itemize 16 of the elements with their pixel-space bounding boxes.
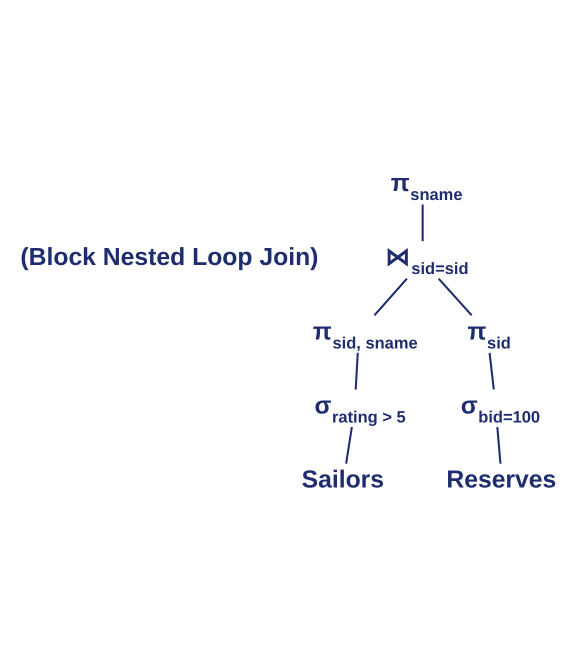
connector	[496, 426, 502, 464]
node-text: Reserves	[446, 466, 556, 494]
connector	[354, 352, 359, 390]
node-text: π$_{sid}$	[467, 318, 511, 352]
connector	[422, 204, 424, 242]
connector	[374, 278, 408, 316]
connector	[488, 352, 495, 390]
node-text: π$_{sid, sname}$	[312, 318, 418, 352]
node-text: Sailors	[302, 466, 384, 494]
node-label: (Block Nested Loop Join)	[20, 244, 318, 272]
connector	[438, 278, 472, 316]
node-text: π$_{sname}$	[390, 170, 462, 204]
node-text: ⋈$_{sid=sid}$	[386, 244, 469, 278]
connector	[345, 426, 353, 464]
node-text: σ$_{rating > 5}$	[314, 392, 406, 427]
node-text: σ$_{bid=100}$	[460, 392, 540, 427]
